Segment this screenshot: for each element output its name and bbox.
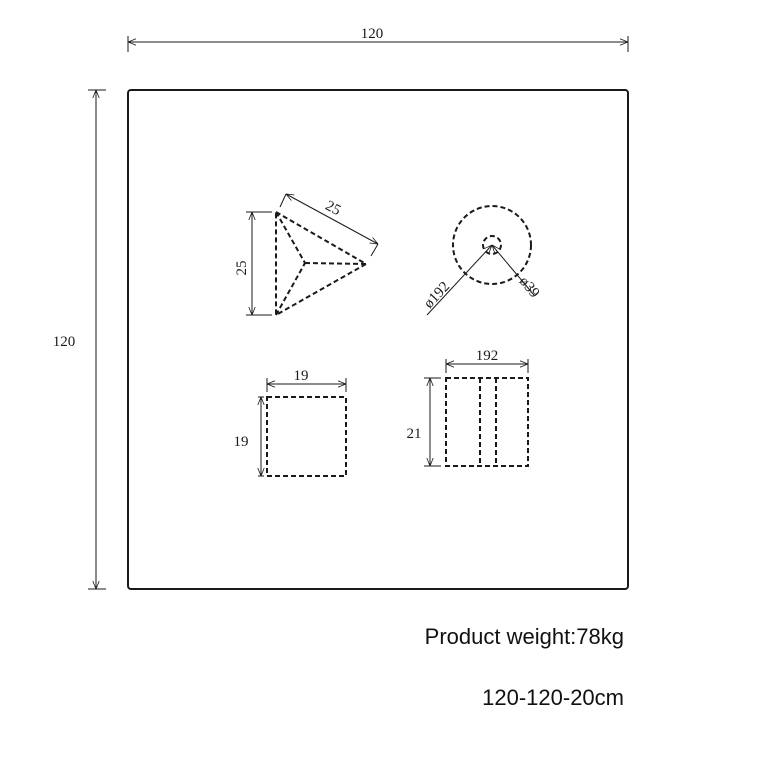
round-leg: ø192 ø39	[421, 205, 542, 316]
overall-height-dimension: 120	[53, 89, 106, 590]
overall-width-dimension: 120	[127, 26, 629, 52]
triangle-leg: 25 25	[234, 194, 378, 317]
product-weight-note: Product weight:78kg	[424, 624, 624, 649]
triangle-height-label: 25	[234, 261, 250, 276]
base-outline	[127, 89, 629, 590]
overall-width-label: 120	[361, 26, 384, 42]
square-height-label: 19	[234, 434, 249, 450]
overall-height-label: 120	[53, 334, 76, 350]
square-leg: 19 19	[234, 368, 347, 477]
rect-width-label: 192	[476, 348, 499, 364]
product-size-note: 120-120-20cm	[482, 685, 624, 710]
square-width-label: 19	[294, 368, 309, 384]
round-outer-diameter-label: ø192	[421, 279, 453, 312]
triangle-side-label: 25	[323, 198, 344, 219]
rect-height-label: 21	[407, 426, 422, 442]
rect-leg: 192 21	[407, 348, 529, 467]
